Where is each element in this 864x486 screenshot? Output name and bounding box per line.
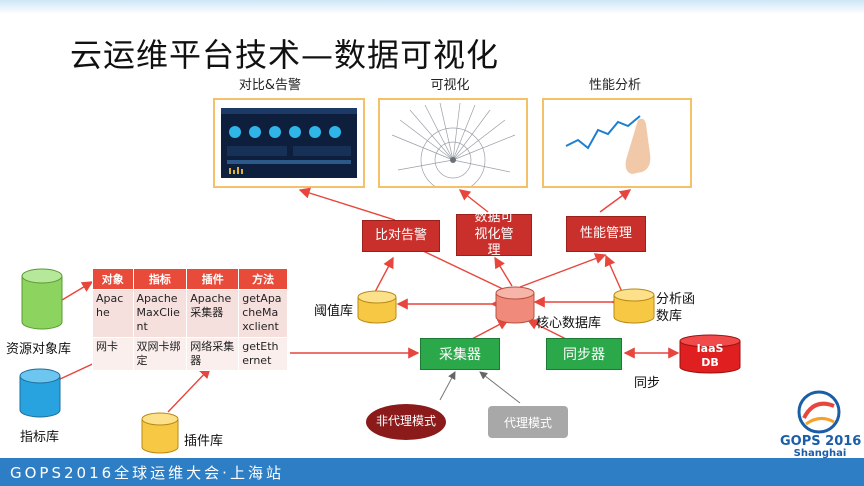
table-cell: getApacheMaxclient	[239, 290, 288, 338]
resource-db-label: 资源对象库	[6, 338, 71, 357]
table-header: 对象	[93, 269, 134, 290]
gops-logo-icon	[790, 390, 848, 434]
proxy-mode: 代理模式	[488, 406, 568, 438]
data-vis-module: 数据可视化管理	[456, 214, 532, 256]
analysis-db-cylinder	[612, 288, 656, 326]
table-cell: Apache	[93, 290, 134, 338]
resource-db-cylinder	[20, 268, 64, 332]
compare-alert-module: 比对告警	[362, 220, 440, 252]
threshold-db-label: 阈值库	[314, 300, 353, 319]
mapping-table: 对象 指标 插件 方法 Apache Apache MaxClient Apac…	[92, 268, 288, 371]
collector-module: 采集器	[420, 338, 500, 370]
table-row: 网卡 双网卡绑定 网络采集器 getEthernet	[93, 338, 288, 371]
footer-event-text: GOPS2016全球运维大会·上海站	[10, 462, 284, 483]
core-db-cylinder	[494, 286, 536, 326]
table-row: Apache Apache MaxClient Apache采集器 getApa…	[93, 290, 288, 338]
iaas-db-label: IaaS DB	[686, 342, 734, 370]
table-cell: Apache MaxClient	[133, 290, 187, 338]
plugin-db-label: 插件库	[184, 430, 223, 449]
metric-db-label: 指标库	[20, 426, 59, 445]
plugin-db-cylinder	[140, 412, 180, 456]
sync-label: 同步	[634, 372, 660, 391]
table-header: 方法	[239, 269, 288, 290]
table-cell: 网卡	[93, 338, 134, 371]
logo-text: GOPS 2016	[780, 434, 860, 449]
table-header: 指标	[133, 269, 187, 290]
analysis-db-label: 分析函数库	[656, 292, 700, 326]
table-header: 插件	[187, 269, 239, 290]
table-cell: 网络采集器	[187, 338, 239, 371]
metric-db-cylinder	[18, 368, 62, 420]
table-cell: Apache采集器	[187, 290, 239, 338]
non-proxy-mode: 非代理模式	[366, 404, 446, 440]
core-db-label: 核心数据库	[536, 312, 601, 331]
perf-mgmt-module: 性能管理	[566, 216, 646, 252]
table-cell: 双网卡绑定	[133, 338, 187, 371]
synchronizer-module: 同步器	[546, 338, 622, 370]
threshold-db-cylinder	[356, 290, 398, 326]
table-cell: getEthernet	[239, 338, 288, 371]
